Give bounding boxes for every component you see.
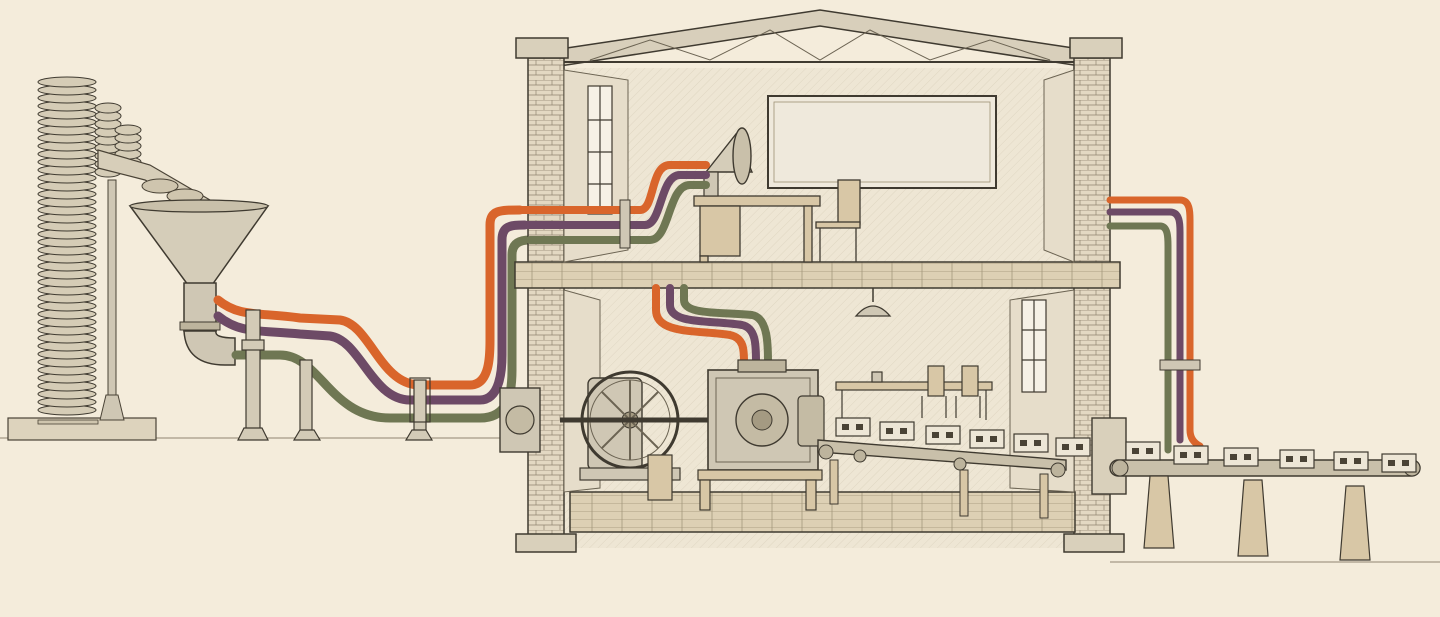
left-pillar [527, 57, 565, 549]
concrete-block-icon [1055, 437, 1091, 457]
ground-floor [569, 491, 1076, 533]
pipe-bundle-left [213, 205, 535, 423]
product-blocks [835, 417, 1417, 473]
concrete-block-icon [1333, 451, 1369, 471]
pipe-bundle-press [652, 284, 772, 366]
conveyor-outer [1109, 459, 1421, 561]
conveyor-inner [817, 439, 1067, 519]
pipe-supports [237, 309, 434, 441]
coin-stack-icon [7, 76, 157, 441]
funnel-hopper-icon [128, 199, 270, 366]
flywheel-icon [560, 370, 720, 501]
coin [114, 124, 142, 136]
pipe-bundle-right [1106, 196, 1204, 454]
window-lower-right [1021, 299, 1047, 393]
window-upper-left [587, 85, 613, 215]
concrete-block-icon [925, 425, 961, 445]
pipe-bundle-upper [516, 161, 710, 244]
concrete-block-icon [879, 421, 915, 441]
chairs-downstairs [921, 365, 981, 418]
block-press-machine-icon [697, 359, 825, 511]
gramophone-horn-icon [703, 127, 754, 197]
concrete-block-icon [969, 429, 1005, 449]
concrete-block-icon [1279, 449, 1315, 469]
concrete-block-icon [1125, 441, 1161, 461]
pipe-clamp [619, 199, 631, 249]
upper-floor [514, 261, 1121, 289]
desk [693, 195, 821, 263]
roof [538, 9, 1102, 67]
coin [94, 102, 122, 114]
outlet-door [1091, 417, 1127, 495]
concrete-block-icon [1013, 433, 1049, 453]
gearbox [499, 387, 541, 453]
coin [37, 76, 97, 88]
workbench [835, 371, 993, 420]
concrete-block-icon [1173, 445, 1209, 465]
concrete-block-icon [1381, 453, 1417, 473]
pipe-clamp-right [1159, 359, 1201, 371]
concrete-block-icon [1223, 447, 1259, 467]
concrete-block-icon [835, 417, 871, 437]
wall-board [767, 95, 997, 189]
hanging-lamp-icon [854, 288, 892, 317]
chair-upstairs [815, 179, 861, 262]
